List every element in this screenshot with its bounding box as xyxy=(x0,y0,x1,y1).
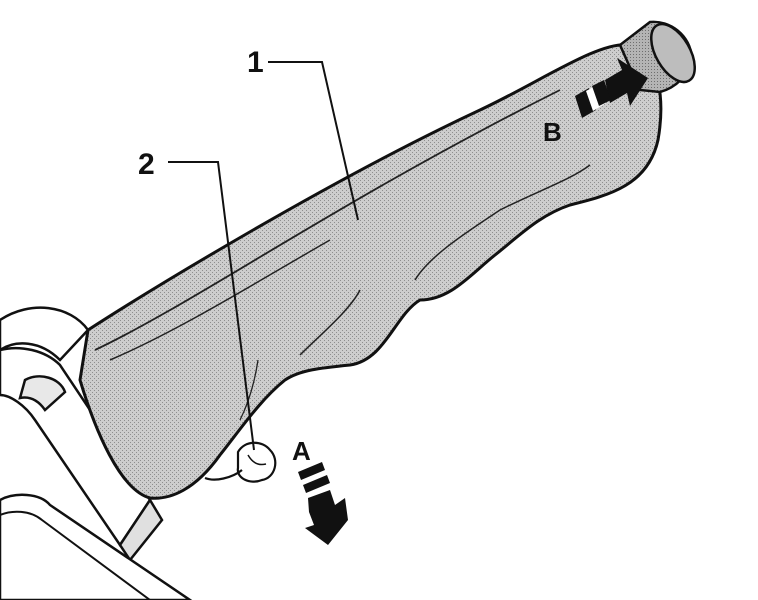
leader-part-1 xyxy=(268,61,359,221)
label-direction-a: A xyxy=(292,436,311,466)
arrow-b-icon xyxy=(575,58,648,118)
handbrake-grip xyxy=(78,43,663,500)
lever-base xyxy=(0,306,193,600)
label-part-2: 2 xyxy=(138,148,155,181)
release-clip xyxy=(204,441,277,483)
leader-part-2 xyxy=(168,161,255,451)
label-direction-b: B xyxy=(543,117,562,147)
arrow-a-icon xyxy=(298,462,348,545)
label-part-1: 1 xyxy=(247,46,264,79)
callout-leaders xyxy=(168,61,359,451)
